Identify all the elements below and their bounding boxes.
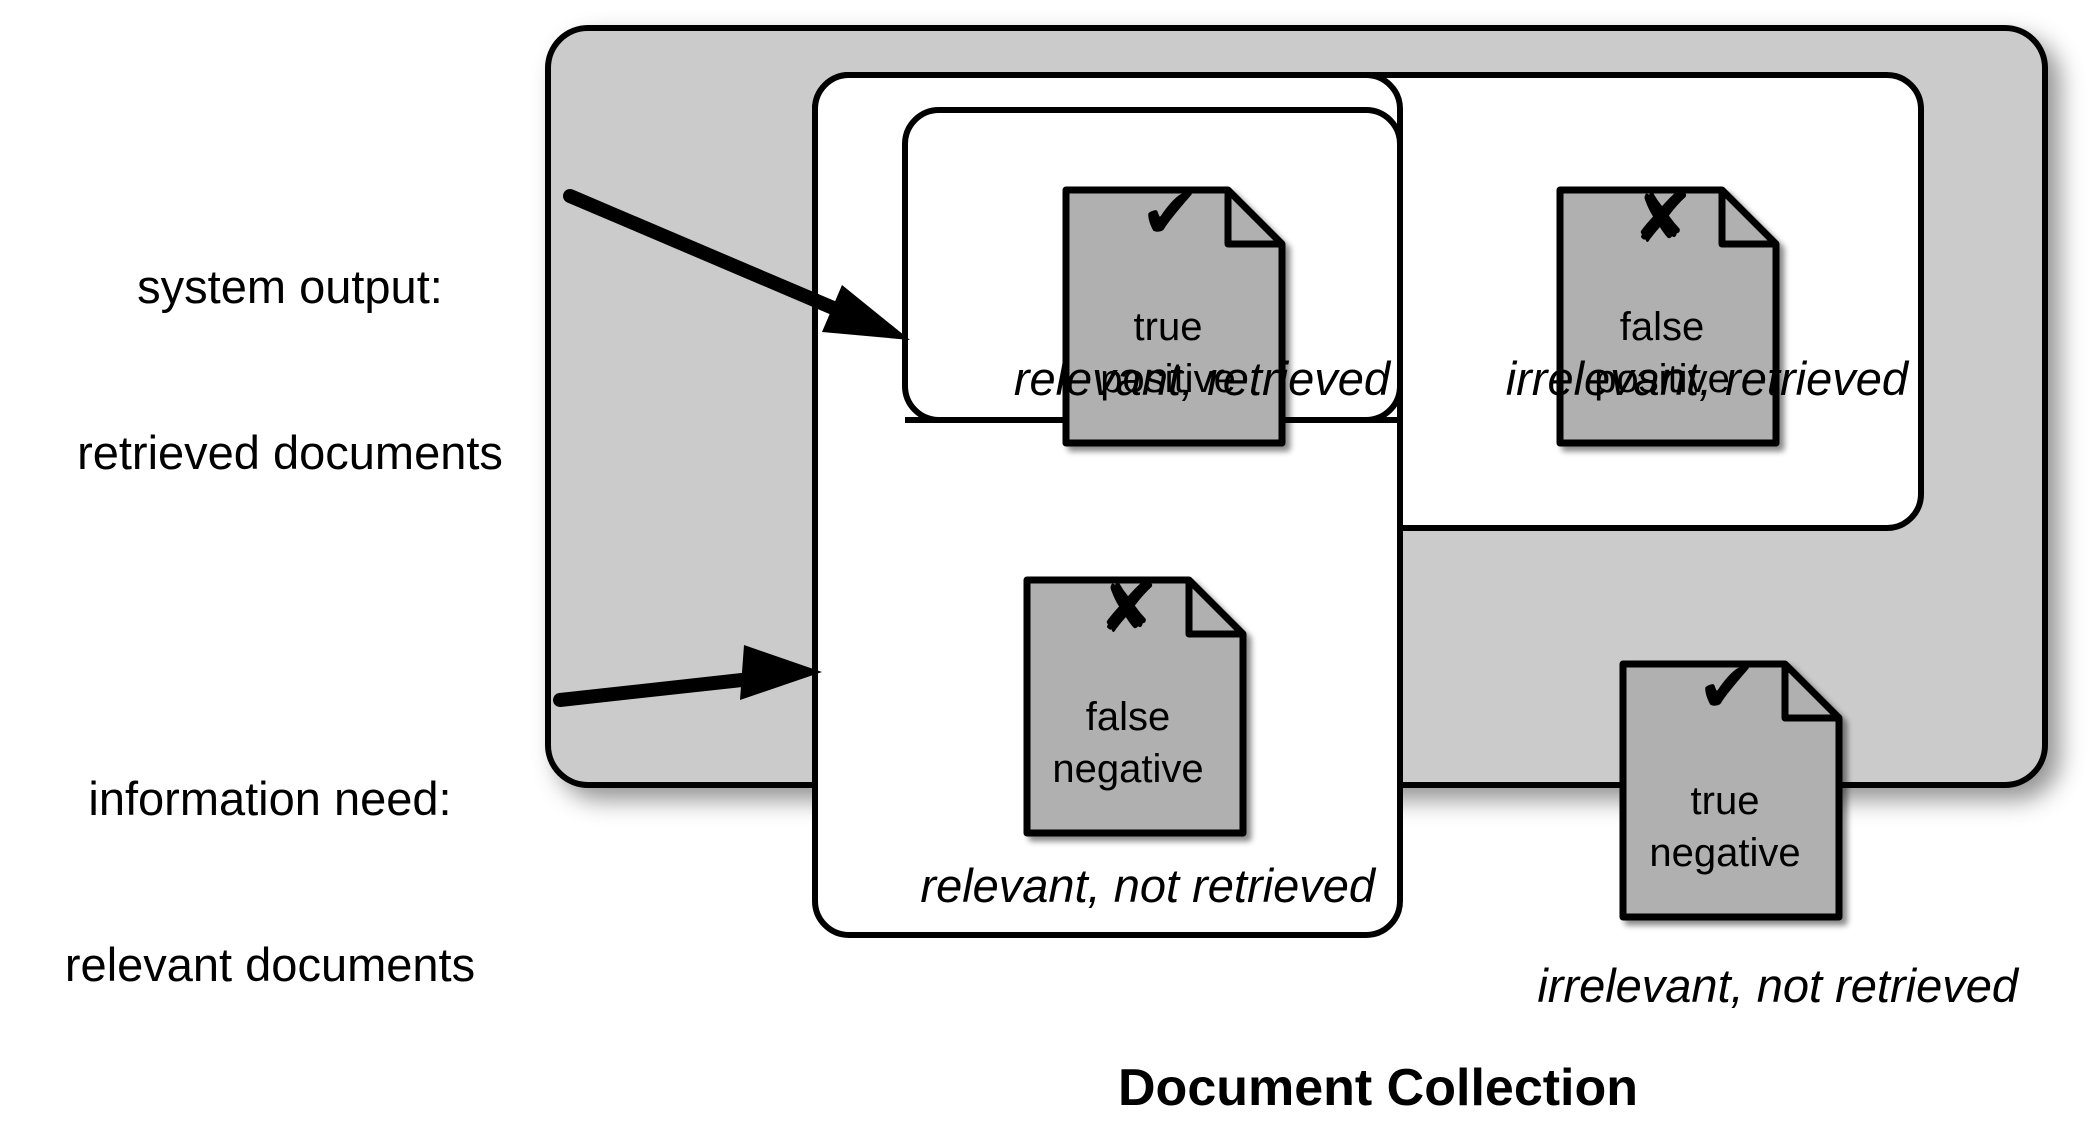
region-label-relevant-retrieved: relevant, retrieved bbox=[1014, 352, 1392, 405]
region-label-relevant-not-retrieved: relevant, not retrieved bbox=[920, 859, 1376, 912]
arrow-system-output bbox=[563, 189, 910, 340]
region-label-irrelevant-not-retrieved: irrelevant, not retrieved bbox=[1537, 959, 2020, 1012]
annotation-information-need: information need: relevant documents bbox=[20, 660, 520, 1104]
doc-label-line2: negative bbox=[1052, 747, 1203, 791]
annotation-line-1: system output: bbox=[137, 259, 443, 313]
doc-label-line1: true bbox=[1134, 305, 1203, 349]
annotation-line-2: relevant documents bbox=[64, 938, 476, 992]
doc-label-line1: true bbox=[1691, 779, 1760, 823]
annotation-system-output: system output: retrieved documents bbox=[40, 148, 540, 592]
doc-label-line2: positive bbox=[1594, 357, 1730, 401]
check-mark-icon: ✔ bbox=[1140, 171, 1200, 255]
page-title: Document Collection bbox=[1118, 1059, 1638, 1117]
doc-label-line2: positive bbox=[1100, 357, 1236, 401]
annotation-line-2: retrieved documents bbox=[77, 426, 503, 480]
check-mark-icon: ✔ bbox=[1697, 645, 1757, 729]
document-icon-false-negative bbox=[1023, 576, 1247, 837]
arrow-information-need bbox=[553, 645, 822, 707]
doc-label-line1: false bbox=[1620, 305, 1705, 349]
cross-mark-icon: ✘ bbox=[1098, 565, 1158, 649]
cross-mark-icon: ✘ bbox=[1632, 175, 1692, 259]
annotation-line-1: information need: bbox=[88, 771, 452, 825]
doc-label-line1: false bbox=[1086, 695, 1171, 739]
document-icon-true-positive bbox=[1062, 186, 1286, 447]
document-icon-false-positive bbox=[1556, 186, 1780, 447]
document-icon-true-negative bbox=[1619, 660, 1843, 921]
region-label-irrelevant-retrieved: irrelevant, retrieved bbox=[1506, 352, 1910, 405]
doc-label-line2: negative bbox=[1649, 831, 1800, 875]
